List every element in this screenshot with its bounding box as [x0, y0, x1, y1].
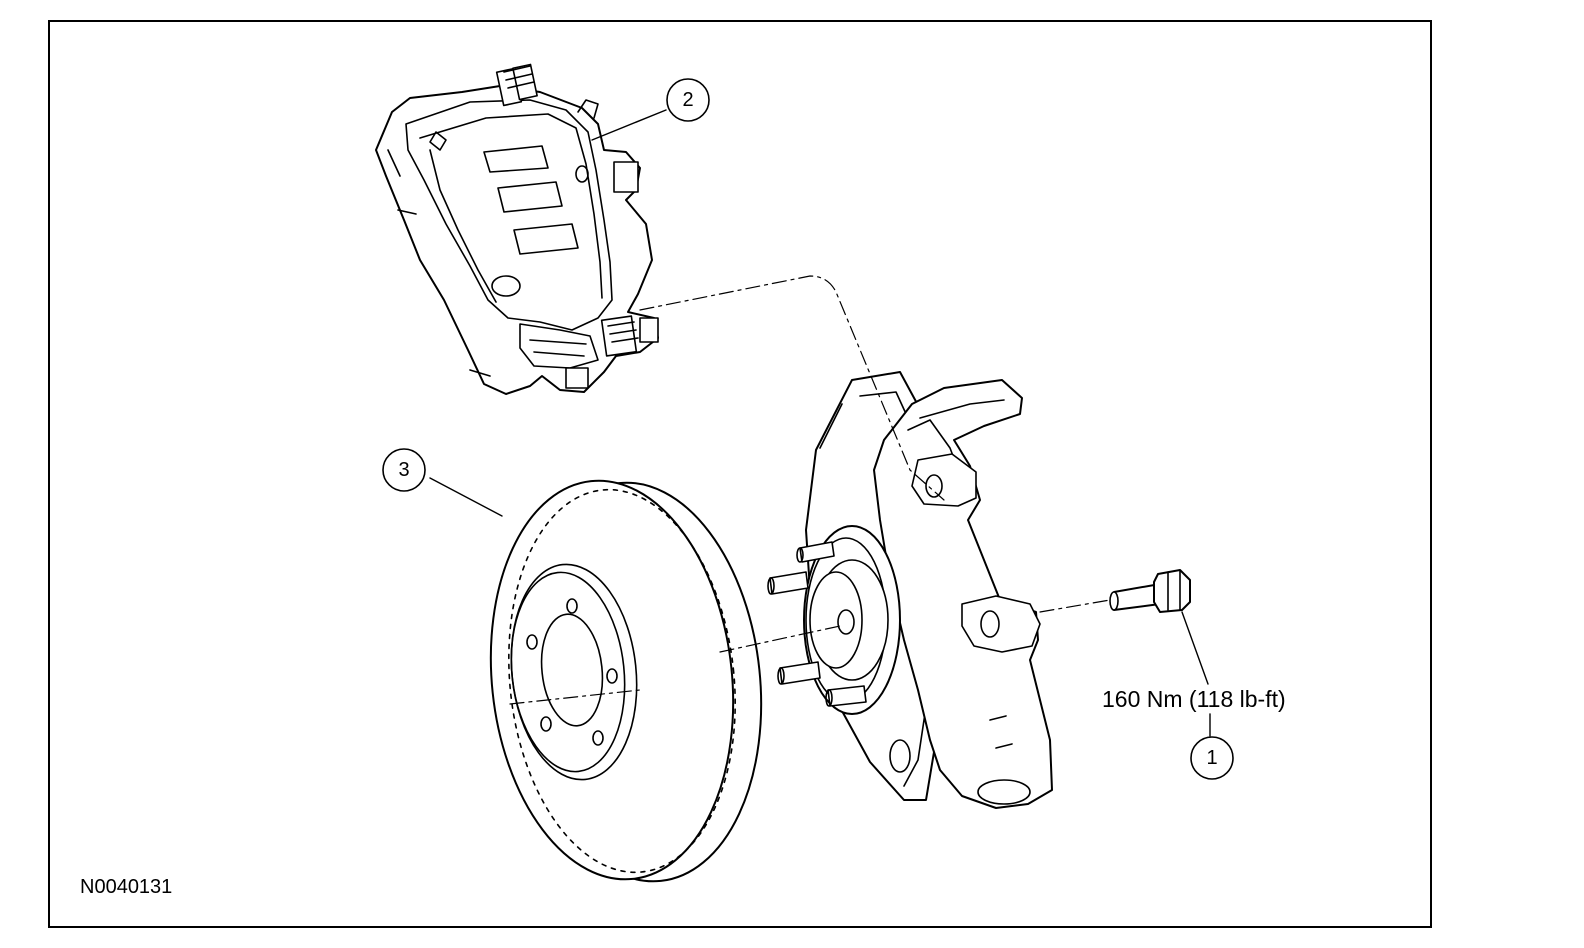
callout-circle-2: [666, 78, 710, 122]
callout-circle-1: [1190, 736, 1234, 780]
figure-id-label: N0040131: [80, 876, 173, 898]
bolt-drawing: [1109, 569, 1191, 613]
callout-circle-3: [382, 448, 426, 492]
brake-caliper-drawing: [375, 63, 659, 395]
alignment-centerlines: [509, 275, 1111, 705]
callout-number-2: 2: [682, 89, 694, 111]
torque-spec-label: 160 Nm (118 lb-ft): [1102, 686, 1286, 712]
callout-number-1: 1: [1206, 747, 1218, 769]
callout-leaders: [429, 109, 1211, 737]
steering-knuckle-drawing: [767, 371, 1053, 809]
brake-rotor-drawing: [489, 479, 763, 883]
callout-number-3: 3: [398, 459, 410, 481]
